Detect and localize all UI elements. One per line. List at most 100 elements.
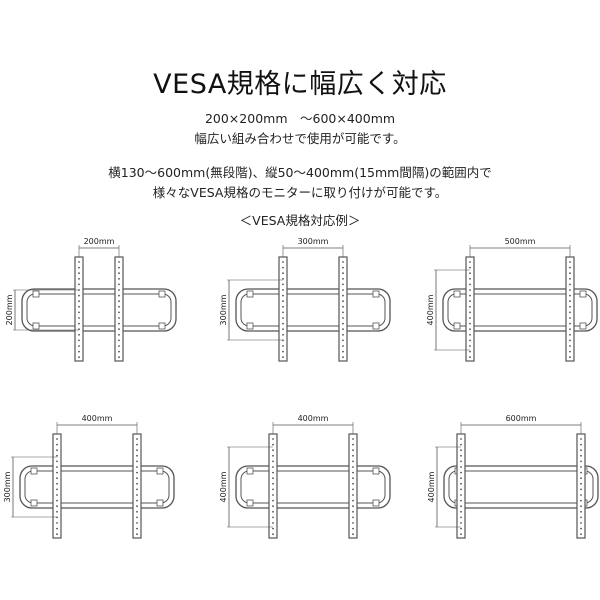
clamp xyxy=(32,322,40,330)
plate-hole xyxy=(118,261,120,263)
plate-hole xyxy=(569,317,571,319)
range-note: 幅広い組み合わせで使用が可能です。 xyxy=(194,131,406,146)
plate-hole xyxy=(352,454,354,457)
plate-hole xyxy=(460,494,462,496)
plate-hole xyxy=(282,300,284,303)
plate-hole xyxy=(460,516,462,519)
width-label: 600mm xyxy=(506,414,537,423)
plate-hole xyxy=(580,527,582,530)
plate-hole xyxy=(272,494,274,496)
plate-hole xyxy=(569,272,571,275)
plate-hole xyxy=(460,460,462,463)
vesa-range: 200×200mm ～600×400mm xyxy=(204,111,396,126)
plate-hole xyxy=(272,510,274,513)
plate-hole xyxy=(78,317,80,319)
plate-hole xyxy=(56,477,58,480)
plate-hole xyxy=(282,345,284,347)
clamp xyxy=(158,290,166,298)
plate-hole xyxy=(342,339,344,342)
plate-hole xyxy=(272,488,274,491)
clamp xyxy=(246,467,254,475)
plate-hole xyxy=(469,289,471,291)
plate-hole xyxy=(56,454,58,457)
plate-hole xyxy=(569,294,571,297)
frame-outer xyxy=(442,288,598,332)
plate-hole xyxy=(272,443,274,446)
plate-hole xyxy=(580,438,582,440)
plate-hole xyxy=(56,533,58,536)
plate-hole xyxy=(56,466,58,468)
plate-hole xyxy=(569,300,571,303)
plate-hole xyxy=(272,438,274,440)
plate-hole xyxy=(352,499,354,502)
height-label: 300mm xyxy=(219,294,228,325)
plate-hole xyxy=(78,356,80,359)
clamp xyxy=(156,499,164,507)
plate-hole xyxy=(118,339,120,342)
plate-hole xyxy=(136,466,138,468)
plate-hole xyxy=(78,311,80,314)
plate-hole xyxy=(56,443,58,446)
plate-hole xyxy=(342,350,344,353)
plate-hole xyxy=(580,510,582,513)
plate-hole xyxy=(342,356,344,359)
plate-hole xyxy=(352,466,354,468)
plate-hole xyxy=(469,333,471,336)
plate-hole xyxy=(272,522,274,524)
plate-hole xyxy=(136,533,138,536)
plate-hole xyxy=(118,300,120,303)
plate-hole xyxy=(136,482,138,485)
plate-hole xyxy=(56,488,58,491)
frame-inner xyxy=(240,470,386,504)
plate-hole xyxy=(56,471,58,474)
plate-hole xyxy=(78,345,80,347)
frame-inner xyxy=(26,293,172,327)
plate-hole xyxy=(118,277,120,280)
plate-hole xyxy=(118,305,120,308)
plate-hole xyxy=(580,460,582,463)
plate-hole xyxy=(342,333,344,336)
plate-hole xyxy=(342,261,344,263)
plate-hole xyxy=(342,277,344,280)
plate-hole xyxy=(580,522,582,524)
plate-hole xyxy=(56,527,58,530)
plate-hole xyxy=(460,471,462,474)
plate-hole xyxy=(282,283,284,286)
plate-hole xyxy=(569,283,571,286)
plate-hole xyxy=(342,266,344,269)
plate-hole xyxy=(136,477,138,480)
plate-hole xyxy=(78,328,80,331)
plate-hole xyxy=(282,305,284,308)
clamp xyxy=(372,499,380,507)
plate-hole xyxy=(580,533,582,536)
plate-hole xyxy=(460,477,462,480)
plate-hole xyxy=(56,494,58,496)
plate-hole xyxy=(78,283,80,286)
width-label: 400mm xyxy=(298,414,329,423)
plate-hole xyxy=(118,328,120,331)
plate-hole xyxy=(460,505,462,508)
plate-hole xyxy=(352,477,354,480)
plate-hole xyxy=(460,449,462,452)
plate-hole xyxy=(272,454,274,457)
plate-hole xyxy=(118,272,120,275)
plate-hole xyxy=(469,322,471,325)
plate-hole xyxy=(78,350,80,353)
plate-hole xyxy=(282,356,284,359)
plate-hole xyxy=(78,277,80,280)
plate-hole xyxy=(460,443,462,446)
plate-hole xyxy=(352,494,354,496)
plate-hole xyxy=(569,277,571,280)
clamp xyxy=(246,499,254,507)
plate-hole xyxy=(56,438,58,440)
height-label: 400mm xyxy=(426,294,435,325)
plate-hole xyxy=(569,345,571,347)
plate-hole xyxy=(342,322,344,325)
width-label: 200mm xyxy=(84,237,115,246)
